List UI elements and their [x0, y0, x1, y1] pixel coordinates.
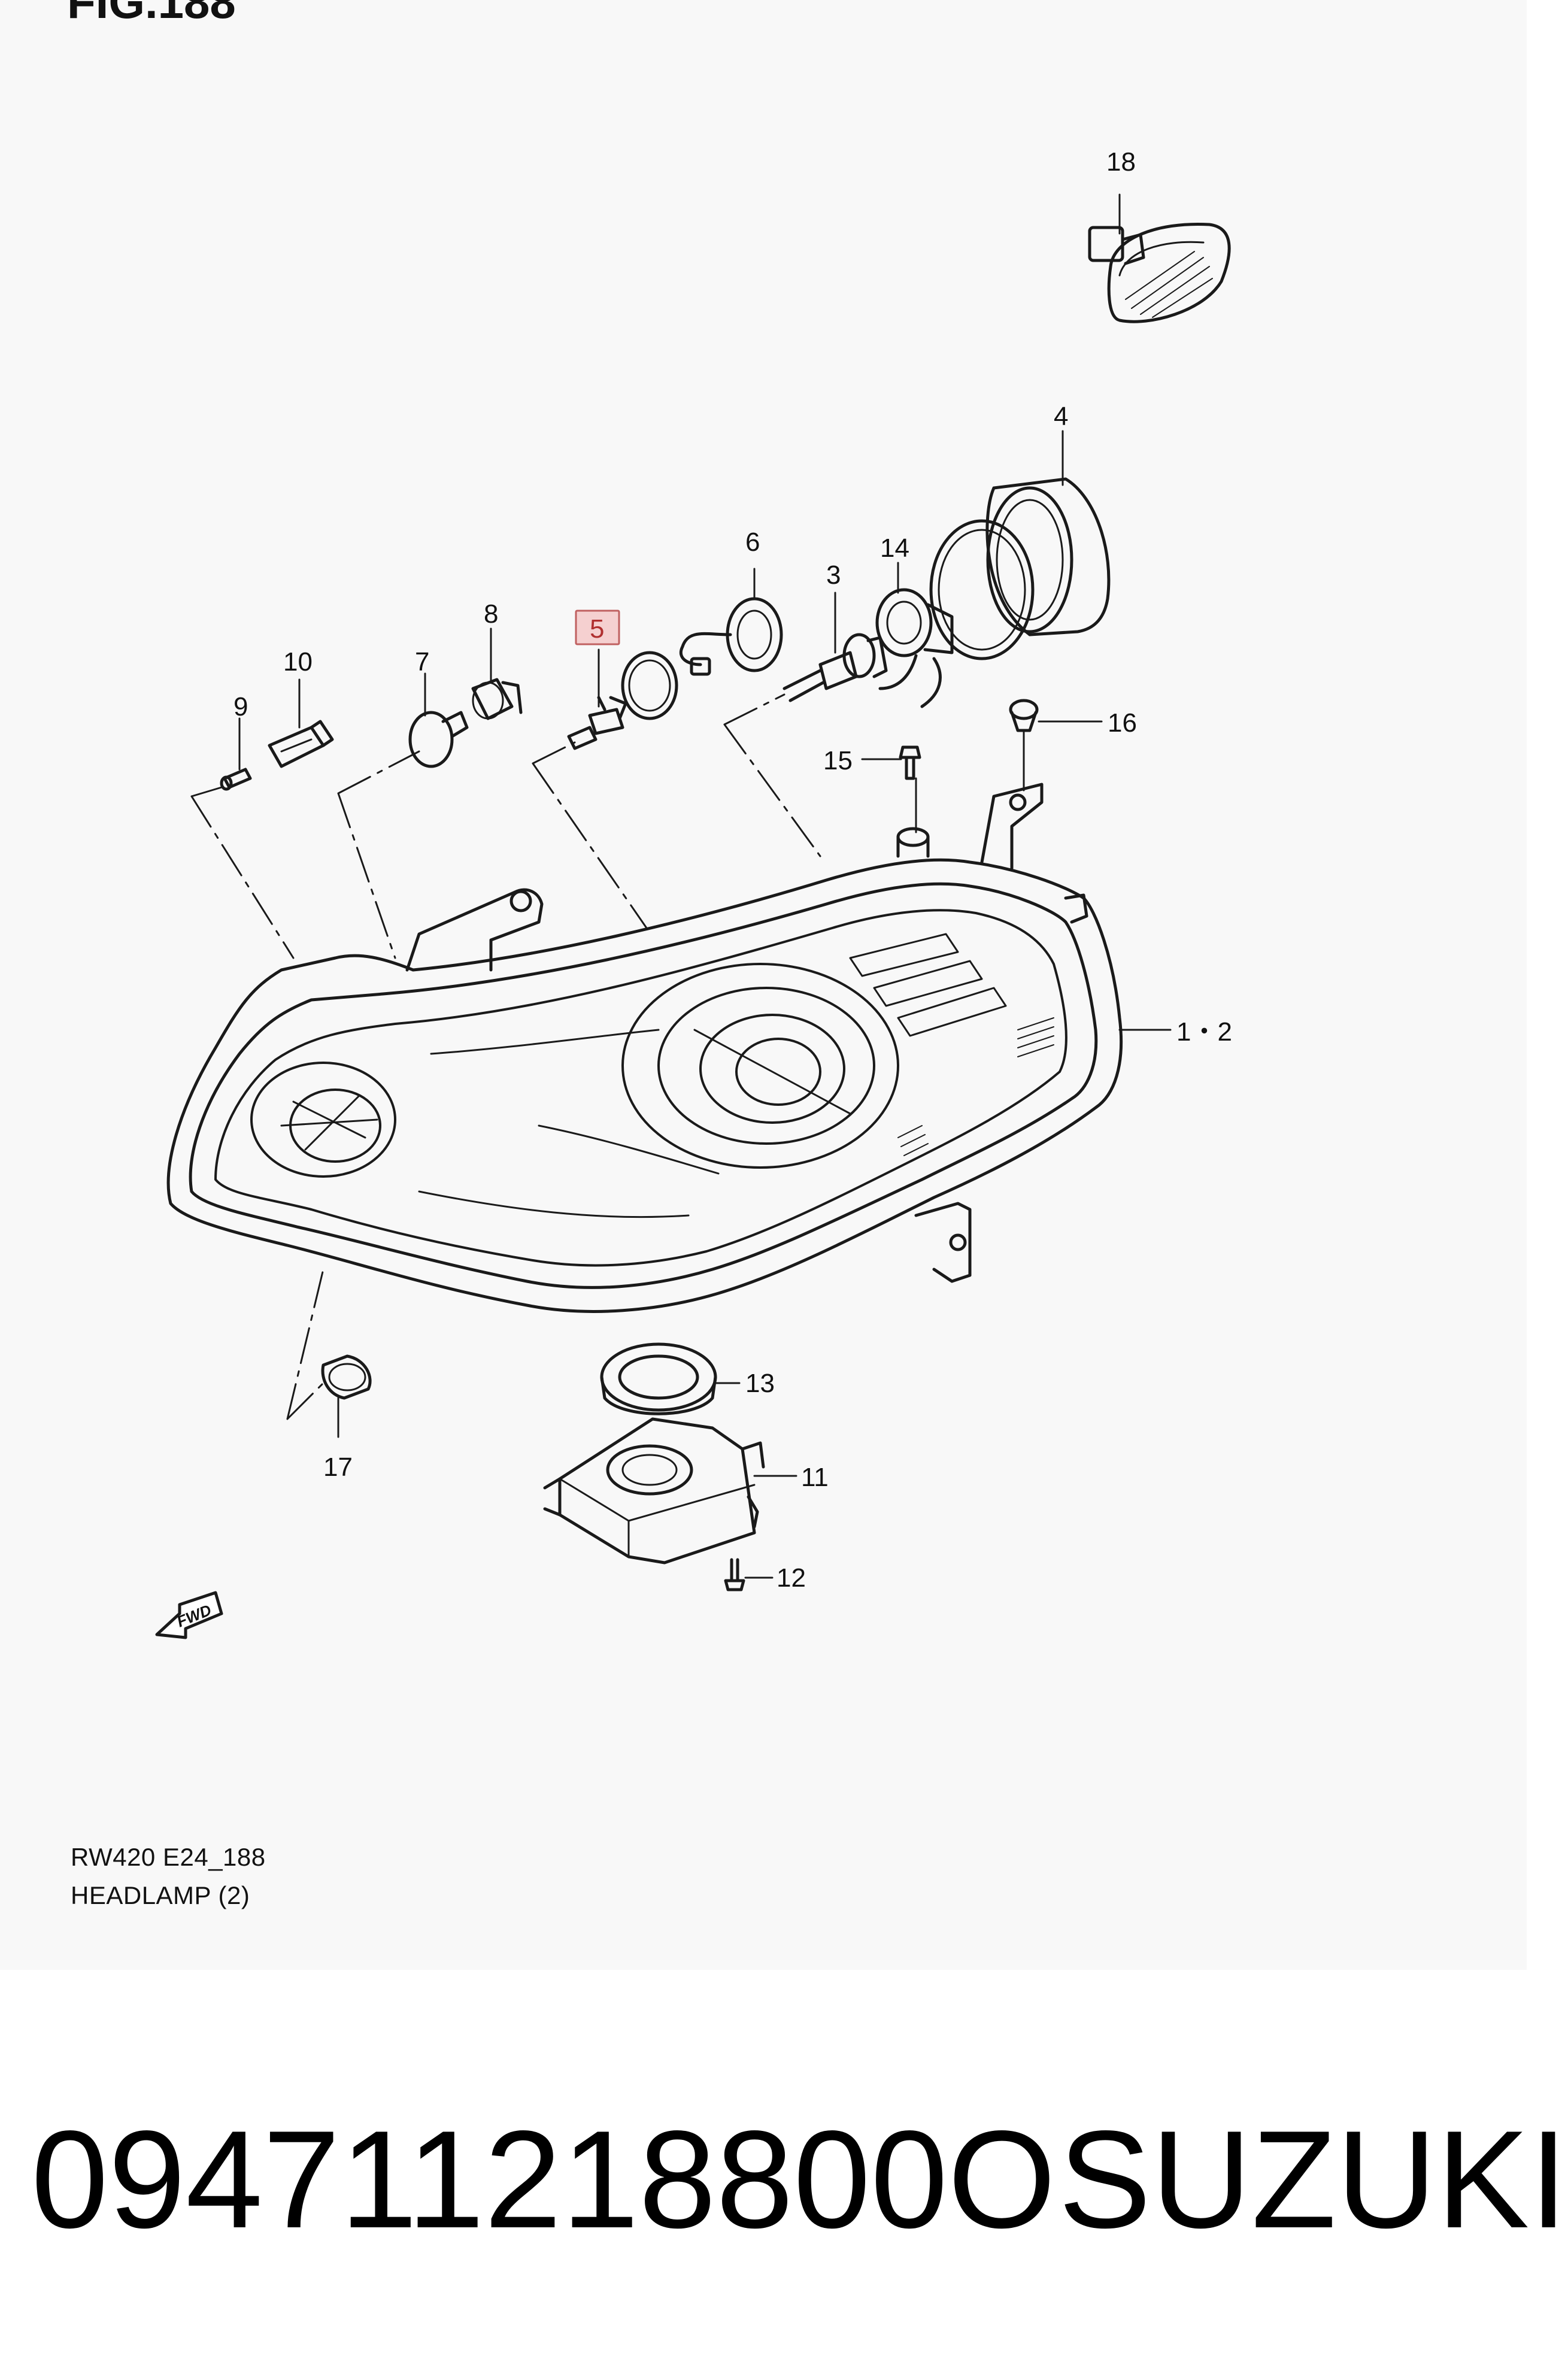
- halogen-bulb: [567, 696, 627, 750]
- callout-18: 18: [1106, 147, 1136, 177]
- headlamp-exploded-diagram: 18 4 6 3 14 5 8 10 7 9 15 16 1・2 13 11 1…: [155, 147, 1232, 1639]
- callout-9: 9: [233, 692, 248, 721]
- small-lamp-socket: [268, 720, 334, 768]
- callout-11: 11: [801, 1463, 829, 1492]
- callout-4: 4: [1054, 402, 1068, 431]
- callout-16: 16: [1108, 708, 1137, 738]
- callout-5: 5: [590, 614, 604, 644]
- small-bulb: [220, 768, 252, 791]
- forward-direction-arrow: [155, 1591, 223, 1639]
- callout-5-highlight: [575, 610, 620, 645]
- position-lamp-socket: [471, 678, 523, 720]
- hid-ballast: [543, 1417, 765, 1565]
- headlamp-housing: [166, 783, 1123, 1313]
- bolt: [899, 745, 921, 780]
- cap-gasket-ring: [929, 519, 1035, 660]
- bulb-holder: [875, 588, 954, 708]
- callout-12: 12: [777, 1563, 806, 1593]
- callout-17: 17: [323, 1453, 353, 1482]
- bulb-socket-with-wire: [679, 597, 783, 676]
- wedge-bulb: [408, 711, 469, 768]
- ballast-screw: [724, 1558, 745, 1591]
- o-ring: [621, 651, 678, 720]
- grommet: [600, 1342, 717, 1415]
- side-marker-lamp: [1088, 222, 1231, 323]
- callout-labels: 18 4 6 3 14 5 8 10 7 9 15 16 1・2 13 11 1…: [174, 147, 1232, 1631]
- rear-cap: [985, 477, 1111, 636]
- listing-footer: [0, 1970, 1527, 2371]
- part-number: 094711218800O: [31, 2102, 1056, 2257]
- callout-1-2: 1・2: [1176, 1017, 1232, 1047]
- brand-name: SUZUKI: [1059, 2102, 1568, 2257]
- figure-title: FIG.188: [67, 0, 236, 28]
- callout-7: 7: [415, 647, 429, 677]
- callout-3: 3: [826, 560, 841, 590]
- diagram-title: HEADLAMP (2): [71, 1881, 250, 1909]
- callout-10: 10: [283, 647, 313, 677]
- diagram-code: RW420 E24_188: [71, 1843, 266, 1871]
- hid-bulb: [783, 633, 888, 702]
- callout-6: 6: [745, 527, 760, 557]
- callout-13: 13: [745, 1369, 775, 1398]
- clip-screw: [1009, 699, 1039, 732]
- callout-14: 14: [880, 533, 909, 563]
- diagram-sheet: FIG.188: [67, 0, 1232, 1909]
- callout-15: 15: [823, 746, 853, 775]
- callout-8: 8: [484, 599, 498, 629]
- blind-plug: [321, 1354, 372, 1400]
